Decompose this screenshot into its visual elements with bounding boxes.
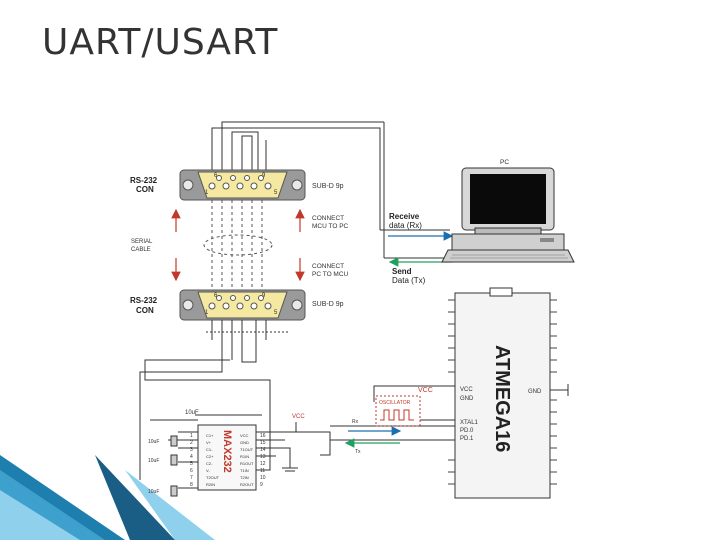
max232-right-pin: VCC	[240, 433, 249, 438]
serial-cable-label-2: CABLE	[131, 247, 151, 253]
bottom-pin-6: 6	[214, 293, 218, 299]
bottom-con-type: SUB-D 9p	[312, 301, 344, 308]
max232-left-num: 7	[190, 475, 193, 481]
max232-left-pin: R2IN	[206, 482, 215, 487]
top-pin-1: 1	[205, 190, 209, 196]
max232-right-pin: R1IN	[240, 454, 249, 459]
max232-right-num: 13	[260, 454, 266, 460]
max232-left-num: 3	[190, 447, 193, 453]
top-rs232-connector	[179, 169, 306, 201]
receive-label-1: Receive	[389, 212, 420, 221]
max232-left-pin: C1+	[206, 433, 214, 438]
max232-vcc: VCC	[292, 414, 305, 420]
cap-label: 10uF	[148, 439, 159, 445]
mcu-pin-gnd: GND	[460, 396, 474, 402]
max232-left-num: 4	[190, 454, 193, 460]
top-pin-5: 5	[274, 190, 278, 196]
slide-title: UART/USART	[42, 22, 279, 63]
connect-pc-to-mcu-2: PC TO MCU	[312, 271, 349, 278]
max232-ground	[282, 467, 298, 472]
bottom-con-label-1: RS-232	[130, 296, 158, 305]
max232-right-pin: GND	[240, 440, 249, 445]
connect-mcu-to-pc-1: CONNECT	[312, 215, 344, 222]
atmega16-chip	[448, 287, 569, 499]
max232-left-num: 5	[190, 461, 193, 467]
bottom-wires	[139, 320, 290, 480]
bottom-pin-5: 5	[274, 310, 278, 316]
max232-right-num: 12	[260, 461, 266, 467]
bottom-pin-9: 9	[262, 293, 266, 299]
max232-left-num: 8	[190, 482, 193, 488]
max232-right-num: 16	[260, 433, 266, 439]
bottom-con-label-2: CON	[136, 306, 154, 315]
max232-left-num: 2	[190, 440, 193, 446]
max232-left-pin: C2+	[206, 454, 214, 459]
max232-name: MAX232	[221, 430, 233, 473]
max232-left-pin: C2-	[206, 461, 213, 466]
max232-right-numbers: 16 15 14 13 12 11 10 9	[260, 433, 266, 488]
send-label-1: Send	[392, 267, 412, 276]
max232-left-pin: V-	[206, 468, 210, 473]
max232-left-num: 1	[190, 433, 193, 439]
bottom-rs232-connector	[179, 289, 306, 321]
serial-cable-label-1: SERIAL	[131, 239, 153, 245]
cable-ellipse	[203, 234, 273, 256]
atmega16-name: ATMEGA16	[491, 345, 513, 452]
max232-left-pin: T2OUT	[206, 475, 220, 480]
max232-right-pins: VCC GND T1OUT R1IN R1OUT T1IN T2IN R2OUT	[240, 433, 254, 487]
max232-left-pin: V+	[206, 440, 212, 445]
mcu-pin-xtal1: XTAL1	[460, 420, 479, 426]
pc-label: PC	[500, 159, 509, 166]
top-con-label-1: RS-232	[130, 176, 158, 185]
mcu-pin-pd1: PD.1	[460, 436, 474, 442]
max232-right-pin: T1IN	[240, 468, 249, 473]
max232-right-num: 15	[260, 440, 266, 446]
receive-label-2: data (Rx)	[389, 221, 422, 230]
top-con-label-2: CON	[136, 185, 154, 194]
mcu-pin-pd0: PD.0	[460, 428, 474, 434]
cap-label: 10uF	[148, 489, 159, 495]
oscillator-wave	[380, 409, 414, 421]
mcu-rx-label: Rx	[352, 419, 359, 425]
connect-arrows	[171, 208, 305, 282]
mcu-tx-label: Tx	[355, 449, 361, 455]
max232-right-pin: R2OUT	[240, 482, 254, 487]
max232-cap-top: 10uF	[185, 410, 199, 416]
max232-capacitors	[170, 435, 178, 497]
top-pin-9: 9	[262, 173, 266, 179]
max232-right-num: 10	[260, 475, 266, 481]
connect-pc-to-mcu-1: CONNECT	[312, 263, 344, 270]
max232-right-num: 11	[260, 468, 265, 474]
oscillator-box	[375, 395, 421, 427]
send-label-2: Data (Tx)	[392, 276, 426, 285]
max232-right-pin: R1OUT	[240, 461, 254, 466]
oscillator-label: OSCILLATOR	[379, 400, 411, 406]
max232-left-num: 6	[190, 468, 193, 474]
mcu-link-wires	[296, 385, 455, 456]
top-con-type: SUB-D 9p	[312, 183, 344, 190]
connect-mcu-to-pc-2: MCU TO PC	[312, 223, 349, 230]
serial-cable-lines	[211, 200, 263, 290]
mcu-gnd-label: GND	[528, 389, 542, 395]
mcu-vcc-ext: VCC	[418, 387, 433, 394]
max232-right-pin: T1OUT	[240, 447, 254, 452]
max232-left-numbers: 1 2 3 4 5 6 7 8	[190, 433, 193, 488]
bottom-pin-1: 1	[205, 310, 209, 316]
max232-right-pin: T2IN	[240, 475, 249, 480]
mcu-pin-vcc: VCC	[460, 387, 473, 393]
max232-right-num: 14	[260, 447, 266, 453]
max232-chip	[195, 414, 262, 491]
top-pin-6: 6	[214, 173, 218, 179]
pc-computer	[441, 167, 575, 263]
max232-left-pins: C1+ V+ C1- C2+ C2- V- T2OUT R2IN	[206, 433, 220, 487]
max232-left-pin: C1-	[206, 447, 213, 452]
max232-right-num: 9	[260, 482, 263, 488]
cap-label: 10uF	[148, 458, 159, 464]
